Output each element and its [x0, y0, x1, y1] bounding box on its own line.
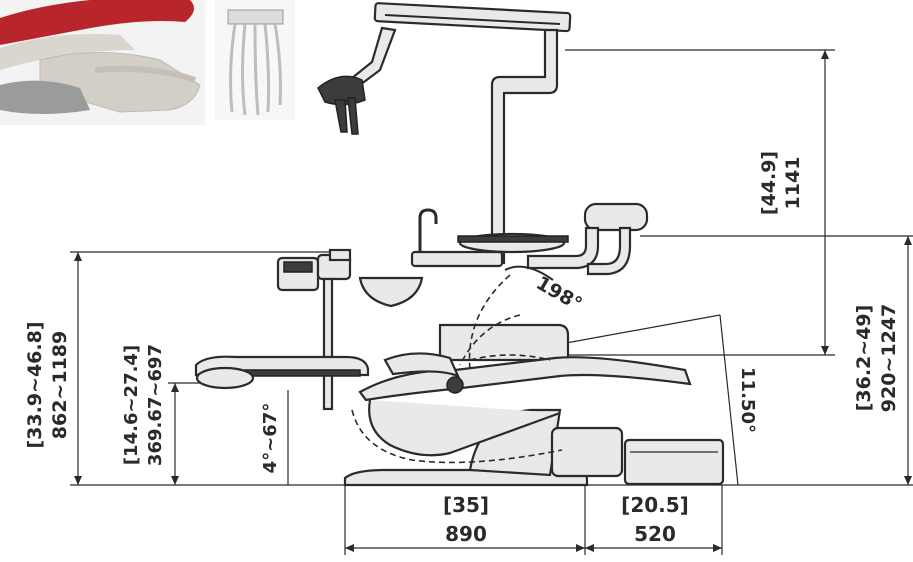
chair-base [343, 408, 725, 487]
stool-length-inch-label: [20.5] [621, 493, 689, 517]
overall-height-inch-label: [36.2~49] [853, 305, 875, 412]
cuspidor-unit [358, 208, 569, 308]
dimension-lines [70, 49, 913, 555]
tilt-angle-label: 11.50° [737, 367, 758, 433]
chair-photo-thumbnail [0, 0, 205, 125]
base-length-mm-label: 890 [445, 522, 487, 546]
assistant-instrument-arm [526, 202, 649, 276]
instrument-holder-photo [215, 0, 295, 120]
swivel-angle-label: 198° [532, 272, 586, 316]
operating-lamp [317, 2, 572, 135]
tray-height-inch-label: [33.9~46.8] [24, 321, 46, 448]
base-length-inch-label: [35] [443, 493, 489, 517]
bottom-dimension-labels: [35] 890 [20.5] 520 [443, 493, 689, 546]
seat-height-inch-label: [14.6~27.4] [121, 345, 142, 465]
seat-height-mm-label: 369.67~697 [145, 344, 166, 466]
backrest-angle-label: 4°~67° [260, 403, 281, 474]
tray-height-mm-label: 862~1189 [49, 331, 71, 439]
lamp-post [490, 28, 559, 265]
chair-seat-and-backrest [351, 265, 692, 464]
doctor-instrument-tray [194, 248, 370, 411]
lamp-height-mm-label: 1141 [782, 157, 804, 210]
right-dimension-labels: 198° 11.50° [44.9] 1141 [36.2~49] 920~12… [532, 151, 900, 433]
overall-height-mm-label: 920~1247 [878, 304, 900, 412]
left-dimension-labels: [33.9~46.8] 862~1189 [14.6~27.4] 369.67~… [24, 321, 281, 473]
lamp-height-inch-label: [44.9] [758, 151, 780, 215]
stool-length-mm-label: 520 [634, 522, 676, 546]
